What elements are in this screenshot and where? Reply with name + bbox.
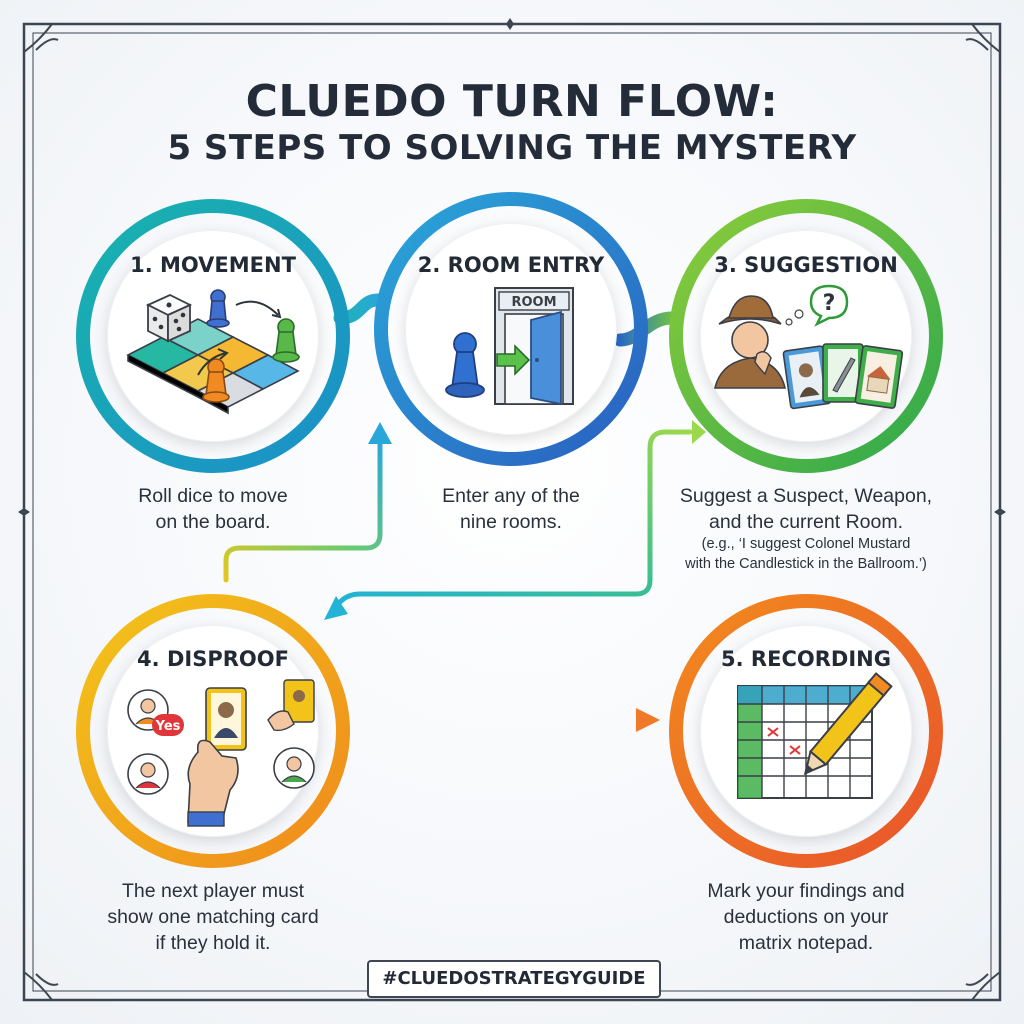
step-5-desc-line-1: Mark your findings and bbox=[707, 880, 905, 902]
step-5-desc-line-2: deductions on your bbox=[723, 906, 889, 928]
step-4-ring bbox=[76, 594, 350, 868]
step-2-desc-line-2: nine rooms. bbox=[460, 511, 562, 533]
step-4-desc-line-3: if they hold it. bbox=[155, 932, 271, 954]
step-3-example-note: (e.g., ‘I suggest Colonel Mustard with t… bbox=[616, 534, 996, 574]
players-showing-card-icon: Yes bbox=[127, 679, 315, 827]
step-3-desc-line-1: Suggest a Suspect, Weapon, bbox=[679, 485, 933, 507]
arrow-3-to-4 bbox=[337, 429, 693, 605]
step-3-note-line-2: with the Candlestick in the Ballroom.’) bbox=[685, 556, 927, 572]
detective-with-cards-icon: ? bbox=[713, 284, 904, 410]
step-1-desc-line-2: on the board. bbox=[155, 511, 271, 533]
step-4-desc-line-2: show one matching card bbox=[107, 906, 319, 928]
step-3-desc-line-2: and the current Room. bbox=[708, 511, 904, 533]
arrow-4-head bbox=[324, 596, 348, 620]
step-5-title: 5. RECORDING bbox=[721, 647, 891, 671]
step-4-description: The next player must show one matching c… bbox=[43, 878, 383, 956]
step-5-description: Mark your findings and deductions on you… bbox=[636, 878, 976, 956]
step-1-description: Roll dice to move on the board. bbox=[43, 483, 383, 535]
arrow-3-head bbox=[692, 420, 706, 444]
step-4-title: 4. DISPROOF bbox=[137, 647, 289, 671]
arrow-2-head bbox=[368, 422, 392, 444]
arrow-4-to-2 bbox=[223, 437, 383, 583]
page-subtitle: 5 STEPS TO SOLVING THE MYSTERY bbox=[167, 128, 857, 168]
page-title: CLUEDO TURN FLOW: bbox=[245, 76, 779, 127]
step-2-ring bbox=[374, 192, 648, 466]
arrow-5-head bbox=[636, 708, 660, 732]
step-1-ring bbox=[76, 199, 350, 473]
notepad-matrix-pencil-icon bbox=[737, 672, 893, 799]
question-mark-text: ? bbox=[823, 291, 836, 316]
step-3-description: Suggest a Suspect, Weapon, and the curre… bbox=[636, 483, 976, 535]
step-3-note-line-1: (e.g., ‘I suggest Colonel Mustard bbox=[701, 536, 911, 552]
step-3-ring bbox=[669, 199, 943, 473]
step-5-desc-line-3: matrix notepad. bbox=[738, 932, 874, 954]
dice-and-pawns-icon bbox=[126, 289, 300, 415]
step-4-desc-line-1: The next player must bbox=[121, 880, 305, 902]
step-5-ring bbox=[669, 594, 943, 868]
step-2-title: 2. ROOM ENTRY bbox=[417, 253, 605, 277]
step-1-desc-line-1: Roll dice to move bbox=[138, 485, 288, 507]
step-2-description: Enter any of the nine rooms. bbox=[341, 483, 681, 535]
hashtag-banner: #CLUEDOSTRATEGYGUIDE bbox=[367, 960, 661, 998]
pawn-entering-room-icon: ROOM bbox=[445, 287, 574, 406]
step-2-desc-line-1: Enter any of the bbox=[442, 485, 580, 507]
yes-badge-text: Yes bbox=[155, 719, 181, 734]
room-sign-text: ROOM bbox=[511, 295, 556, 310]
step-3-title: 3. SUGGESTION bbox=[714, 253, 898, 277]
step-1-title: 1. MOVEMENT bbox=[130, 253, 296, 277]
